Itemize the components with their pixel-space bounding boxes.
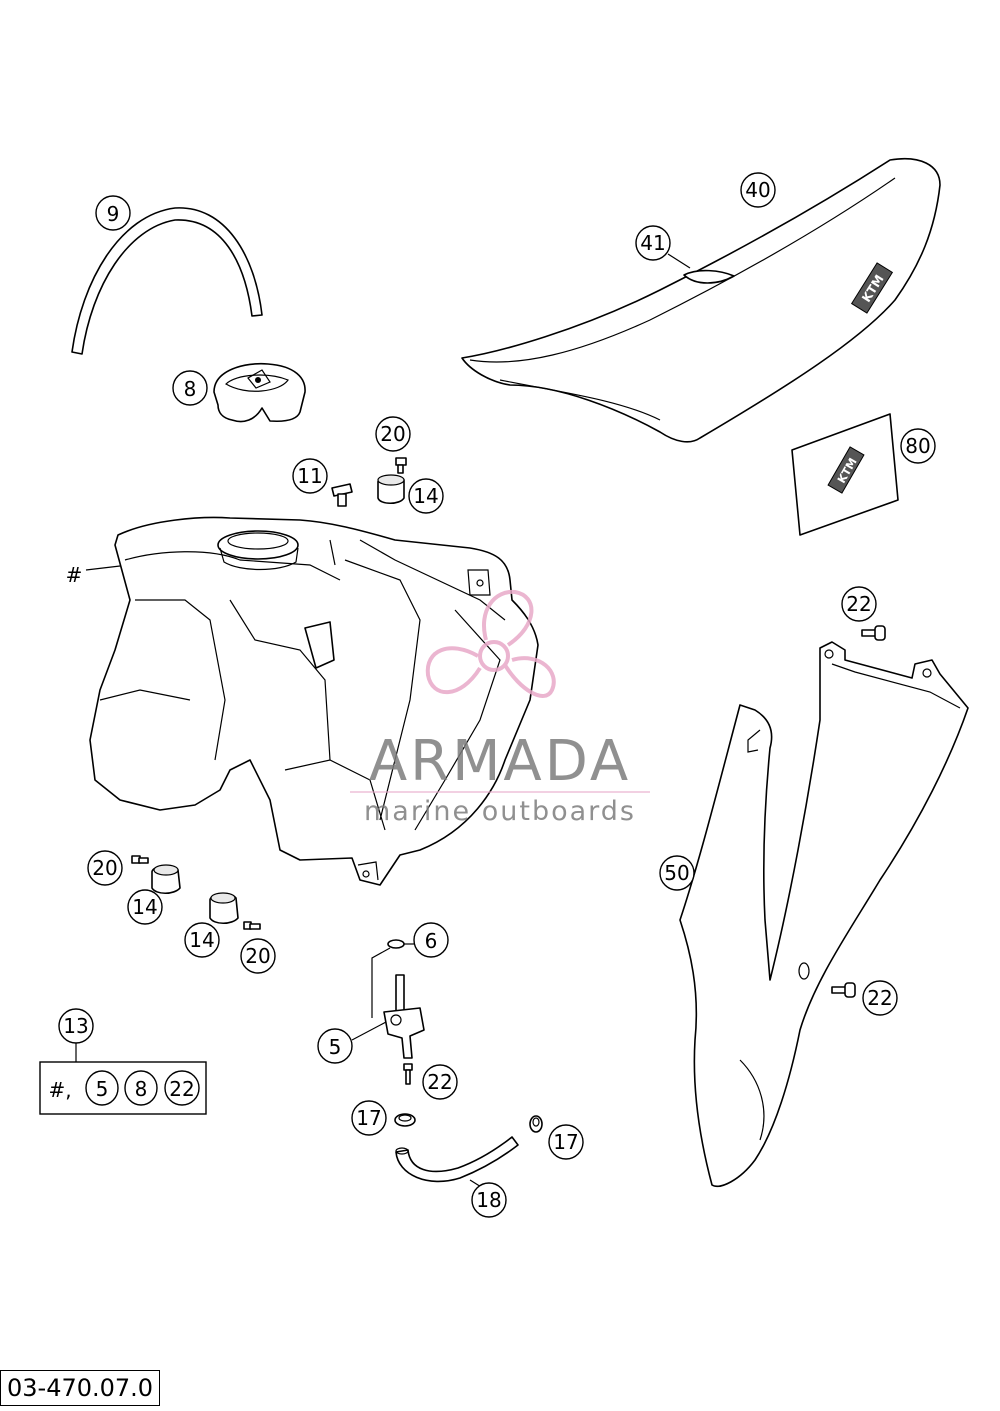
logo-blade-left <box>425 646 482 695</box>
callout-22-right: 22 <box>862 980 898 1016</box>
part-8-fuel-cap <box>213 362 306 423</box>
svg-text:22: 22 <box>427 1070 452 1094</box>
svg-text:50: 50 <box>664 861 689 885</box>
part-22-screw-middle <box>403 1063 413 1085</box>
callout-8: 8 <box>172 370 208 406</box>
part-41-seat-patch <box>683 269 735 284</box>
svg-text:17: 17 <box>356 1106 381 1130</box>
part-20-screw-left <box>131 855 149 864</box>
svg-text:6: 6 <box>425 929 438 953</box>
callout-80: 80 <box>900 428 936 464</box>
part-50-side-panel <box>679 641 969 1187</box>
callout-9: 9 <box>95 195 131 231</box>
part-18-fuel-hose <box>395 1136 519 1183</box>
svg-text:8: 8 <box>184 377 197 401</box>
part-20-screw-top <box>395 457 407 474</box>
callout-11: 11 <box>292 458 328 494</box>
part-14-bushing-top <box>377 474 405 505</box>
part-17-clamp-left <box>394 1113 416 1127</box>
watermark: ARMADA marine outboards <box>350 589 650 827</box>
callout-17-right: 17 <box>548 1124 584 1160</box>
kit-prefix: #, <box>48 1078 71 1102</box>
diagram-code: 03-470.07.0 <box>0 1370 161 1406</box>
part-5-fuel-tap <box>383 974 425 1059</box>
logo-hub <box>478 640 510 672</box>
svg-text:20: 20 <box>245 944 270 968</box>
fuel-tank <box>89 516 539 886</box>
callout-20-right: 20 <box>240 938 276 974</box>
kit-item: 5 <box>85 1070 119 1106</box>
logo-blade-top <box>482 589 534 647</box>
callout-14-top: 14 <box>408 478 444 514</box>
callout-41: 41 <box>635 225 671 261</box>
part-14-bushing-right <box>209 892 239 925</box>
kit-item-label: 5 <box>96 1077 109 1101</box>
svg-text:5: 5 <box>329 1035 342 1059</box>
callout-14-right: 14 <box>184 922 220 958</box>
svg-text:18: 18 <box>476 1188 501 1212</box>
svg-text:14: 14 <box>413 484 438 508</box>
watermark-tagline: marine outboards <box>364 796 636 827</box>
leader-6-to-5 <box>371 947 391 1018</box>
callout-50: 50 <box>659 855 695 891</box>
part-20-screw-right <box>243 921 261 930</box>
callout-13: 13 <box>58 1008 94 1044</box>
svg-text:13: 13 <box>63 1014 88 1038</box>
part-22-screw-right <box>831 982 856 998</box>
callout-40: 40 <box>740 172 776 208</box>
part-14-bushing-left <box>151 864 181 895</box>
kit-item: 22 <box>164 1070 200 1106</box>
callout-17-left: 17 <box>351 1100 387 1136</box>
callout-20-top: 20 <box>375 416 411 452</box>
callout-6: 6 <box>413 922 449 958</box>
callout-18: 18 <box>471 1182 507 1218</box>
svg-text:20: 20 <box>380 422 405 446</box>
svg-text:22: 22 <box>846 592 871 616</box>
logo-blade-right <box>503 656 556 698</box>
callout-22-top: 22 <box>841 586 877 622</box>
svg-text:20: 20 <box>92 856 117 880</box>
svg-text:80: 80 <box>905 434 930 458</box>
callout-22-middle: 22 <box>422 1064 458 1100</box>
part-17-clamp-right <box>529 1115 543 1133</box>
watermark-brand: ARMADA <box>369 729 631 794</box>
svg-text:11: 11 <box>297 464 322 488</box>
svg-text:9: 9 <box>107 202 120 226</box>
svg-text:41: 41 <box>640 231 665 255</box>
part-6-seal <box>387 939 405 949</box>
leader-5 <box>351 1021 387 1041</box>
leader-tank <box>85 565 121 571</box>
tank-marker: # <box>66 563 83 587</box>
svg-text:17: 17 <box>553 1130 578 1154</box>
callout-5: 5 <box>317 1028 353 1064</box>
part-80-sticker: KTM <box>791 413 899 536</box>
kit-item-label: 22 <box>169 1077 194 1101</box>
leader-41 <box>667 253 691 269</box>
svg-text:14: 14 <box>189 928 214 952</box>
svg-text:22: 22 <box>867 986 892 1010</box>
part-40-seat: KTM <box>461 158 941 443</box>
callout-14-left: 14 <box>127 889 163 925</box>
propeller-logo-icon <box>425 589 556 698</box>
part-11-valve <box>331 483 353 507</box>
callout-20-left: 20 <box>87 850 123 886</box>
kit-item: 8 <box>124 1070 158 1106</box>
part-22-screw-top <box>861 625 886 641</box>
svg-text:14: 14 <box>132 895 157 919</box>
svg-text:40: 40 <box>745 178 770 202</box>
part-9-breather-hose <box>71 207 263 355</box>
kit-item-label: 8 <box>135 1077 148 1101</box>
